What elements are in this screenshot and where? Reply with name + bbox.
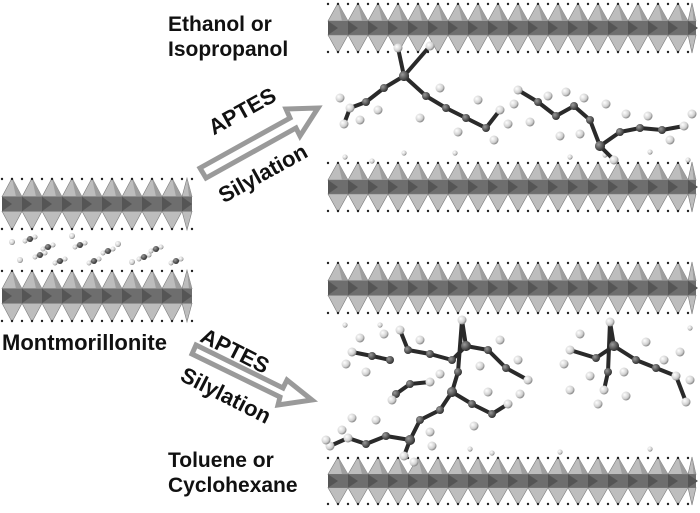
solvent-bottom-line-1: Toluene or (168, 449, 274, 472)
clay-layer-top-upper (326, 2, 698, 54)
solvent-top-line-2: Isopropanol (168, 38, 289, 61)
clay-layer-bottom-upper (326, 261, 698, 315)
solvent-label-bottom: Toluene or Cyclohexane (168, 448, 298, 498)
montmorillonite-label: Montmorillonite (2, 330, 167, 355)
solvent-label-top: Ethanol or Isopropanol (168, 12, 288, 62)
arrow-bottom (188, 341, 319, 409)
aptes-molecules-bottom (321, 315, 695, 467)
solvent-top-line-1: Ethanol or (168, 13, 272, 36)
solvent-bottom-line-2: Cyclohexane (168, 474, 298, 497)
arrow-top (196, 105, 323, 182)
clay-layer-left-upper (0, 176, 194, 232)
aptes-molecules-top (335, 41, 697, 456)
interlayer-water (9, 233, 184, 266)
clay-layer-bottom-lower (326, 456, 698, 506)
clay-layer-left-lower (0, 268, 194, 324)
clay-layer-top-lower (326, 161, 698, 213)
